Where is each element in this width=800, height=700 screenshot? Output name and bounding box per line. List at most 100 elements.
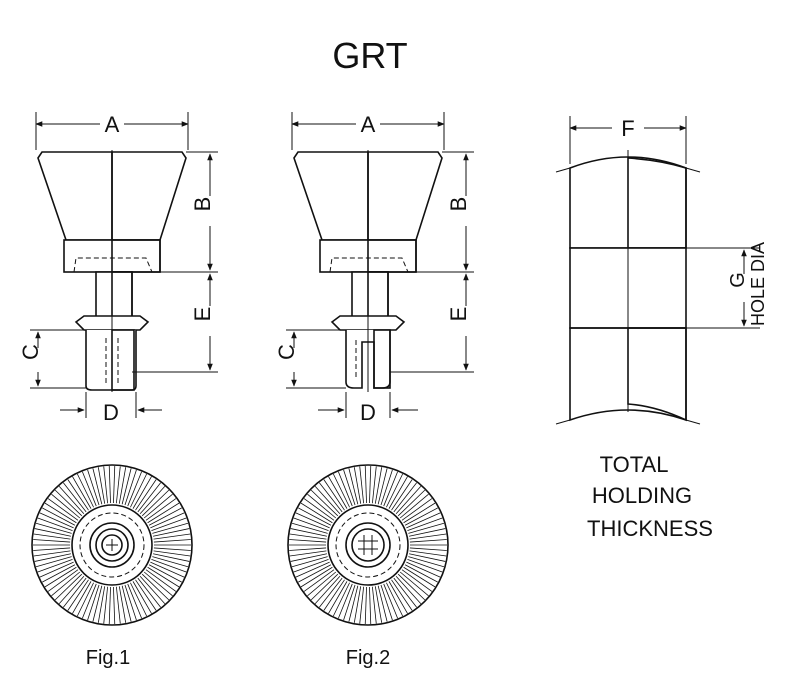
knurl-ray <box>391 479 413 511</box>
knurl-ray <box>148 564 182 583</box>
knurl-ray <box>377 468 388 505</box>
knurl-ray <box>374 467 383 504</box>
figure-2-side-view <box>293 150 443 392</box>
knurl-ray <box>92 585 103 622</box>
knurl-ray <box>118 467 127 504</box>
knurl-ray <box>397 489 426 517</box>
dim-label-f: F <box>621 116 634 141</box>
knurl-ray <box>338 583 353 619</box>
knurl-ray <box>103 586 109 624</box>
knurl-ray <box>121 585 132 622</box>
dim-label-g: G <box>727 272 749 288</box>
knurl-ray <box>152 528 190 537</box>
knurl-ray <box>35 522 72 534</box>
knurl-ray <box>127 471 142 507</box>
knurl-ray <box>386 473 403 508</box>
knurl-ray <box>295 512 330 529</box>
knurl-ray <box>135 579 157 611</box>
knurl-ray <box>33 550 71 557</box>
knurl-ray <box>87 469 100 506</box>
knurl-ray <box>393 482 417 513</box>
knurl-ray <box>371 466 377 504</box>
knurl-ray <box>153 539 191 543</box>
knurl-ray <box>82 471 97 507</box>
figure-1-knurl-rays <box>33 466 191 624</box>
knurl-ray <box>403 566 436 588</box>
dim-label-a-fig1: A <box>105 112 120 137</box>
knurl-ray <box>290 553 328 562</box>
panel-section-view <box>555 150 701 425</box>
knurl-ray <box>291 556 328 568</box>
knurl-ray <box>388 476 408 509</box>
knurl-ray <box>395 575 422 604</box>
knurl-ray <box>72 581 92 614</box>
knurl-ray <box>152 522 189 534</box>
knurl-ray <box>147 502 180 524</box>
knurl-ray <box>371 586 377 624</box>
knurl-ray <box>82 583 97 619</box>
knurl-ray <box>295 561 330 578</box>
figure-1-top-view <box>31 464 193 626</box>
knurl-ray <box>293 517 329 532</box>
knurl-ray <box>409 547 447 551</box>
knurl-ray <box>364 586 367 624</box>
dim-label-hole-dia: HOLE DIA <box>748 242 768 326</box>
knurl-ray <box>314 486 341 515</box>
knurl-ray <box>130 582 147 617</box>
knurl-ray <box>127 583 142 619</box>
knurl-ray <box>33 539 71 543</box>
knurl-ray <box>113 466 116 504</box>
figure-2-knurl-rays <box>289 466 447 624</box>
knurl-ray <box>153 533 191 540</box>
knurl-ray <box>137 482 161 513</box>
knurl-ray <box>403 502 436 524</box>
knurl-ray <box>108 466 111 504</box>
knurl-ray <box>377 585 388 622</box>
knurl-ray <box>54 489 83 517</box>
knurl-ray <box>77 582 94 617</box>
panel-dimensions: F G HOLE DIA <box>569 116 768 329</box>
knurl-ray <box>34 528 72 537</box>
knurl-ray <box>369 466 372 504</box>
knurl-ray <box>409 550 447 557</box>
knurl-ray <box>310 573 339 601</box>
knurl-ray <box>150 512 185 529</box>
knurl-ray <box>348 468 359 505</box>
dim-label-e-fig1: E <box>190 307 215 322</box>
knurl-ray <box>47 498 79 521</box>
knurl-ray <box>47 569 79 592</box>
knurl-ray <box>139 486 166 515</box>
knurl-ray <box>408 528 446 537</box>
panel-caption-line-1: TOTAL <box>600 452 669 477</box>
knurl-ray <box>51 571 81 597</box>
panel-caption-line-2: HOLDING <box>592 483 692 508</box>
knurl-ray <box>67 479 89 511</box>
knurl-ray <box>338 471 353 507</box>
knurl-ray <box>150 561 185 578</box>
knurl-ray <box>72 476 92 509</box>
knurl-ray <box>87 584 100 621</box>
knurl-ray <box>67 579 89 611</box>
knurl-ray <box>124 469 137 506</box>
knurl-ray <box>33 547 71 551</box>
knurl-ray <box>148 507 182 526</box>
knurl-ray <box>151 558 187 573</box>
knurl-ray <box>289 547 327 551</box>
knurl-ray <box>386 582 403 617</box>
dim-label-d-fig1: D <box>103 400 119 425</box>
knurl-ray <box>374 586 383 623</box>
knurl-ray <box>97 467 106 504</box>
knurl-ray <box>328 581 348 614</box>
knurl-ray <box>103 466 109 504</box>
knurl-ray <box>300 566 333 588</box>
knurl-ray <box>115 586 121 624</box>
knurl-ray <box>124 584 137 621</box>
figure-2-top-view <box>287 464 449 626</box>
knurl-ray <box>406 512 441 529</box>
knurl-ray <box>298 564 332 583</box>
knurl-ray <box>137 577 161 608</box>
knurl-ray <box>407 517 443 532</box>
knurl-ray <box>39 561 74 578</box>
knurl-ray <box>135 479 157 511</box>
